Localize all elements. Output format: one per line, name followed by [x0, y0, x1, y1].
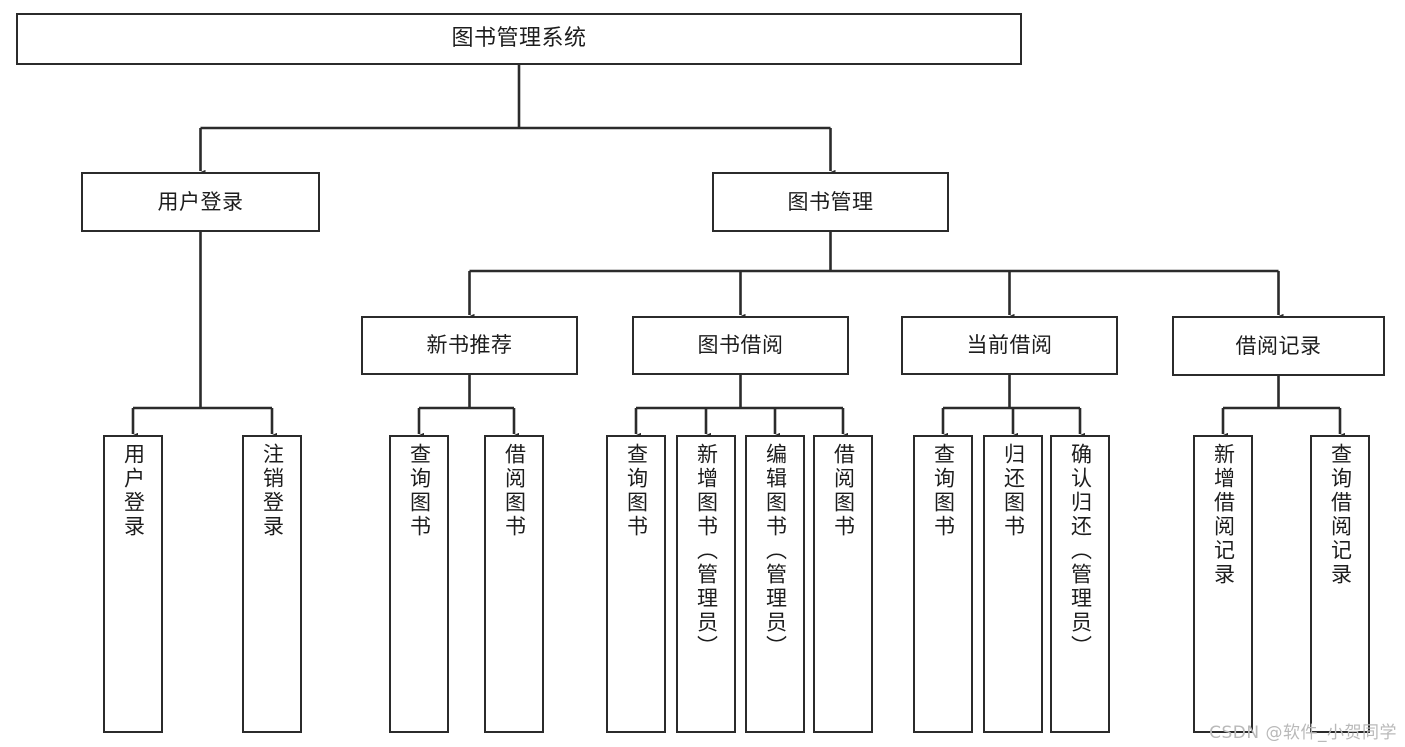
- node-l-borrow-book-2[interactable]: 借阅图书: [813, 435, 873, 733]
- node-l-confirm-return[interactable]: 确认归还（管理员）: [1050, 435, 1110, 733]
- node-l-return-book[interactable]: 归还图书: [983, 435, 1043, 733]
- node-label: 新增图书（管理员）: [694, 443, 719, 659]
- node-root[interactable]: 图书管理系统: [16, 13, 1022, 65]
- node-label: 查询图书: [624, 443, 649, 539]
- node-label: 新增借阅记录: [1211, 443, 1236, 587]
- node-n-book-manage[interactable]: 图书管理: [712, 172, 949, 232]
- node-label: 查询借阅记录: [1328, 443, 1353, 587]
- edges-group: [128, 65, 1345, 442]
- node-label: 注销登录: [260, 443, 285, 539]
- node-l-user-login[interactable]: 用户登录: [103, 435, 163, 733]
- node-label: 用户登录: [121, 443, 146, 539]
- node-label: 当前借阅: [966, 333, 1053, 358]
- node-label: 借阅图书: [831, 443, 856, 539]
- node-label: 确认归还（管理员）: [1068, 443, 1093, 659]
- node-l-edit-book[interactable]: 编辑图书（管理员）: [745, 435, 805, 733]
- node-l-query-book-2[interactable]: 查询图书: [606, 435, 666, 733]
- node-label: 图书管理: [787, 189, 874, 214]
- node-n-borrow-record[interactable]: 借阅记录: [1172, 316, 1385, 376]
- node-l-add-record[interactable]: 新增借阅记录: [1193, 435, 1253, 733]
- node-l-borrow-book-1[interactable]: 借阅图书: [484, 435, 544, 733]
- node-label: 借阅记录: [1235, 333, 1322, 358]
- node-label: 查询图书: [407, 443, 432, 539]
- node-label: 图书管理系统: [451, 25, 587, 51]
- node-l-query-book-3[interactable]: 查询图书: [913, 435, 973, 733]
- node-l-add-book[interactable]: 新增图书（管理员）: [676, 435, 736, 733]
- node-label: 编辑图书（管理员）: [763, 443, 788, 659]
- node-l-query-book-1[interactable]: 查询图书: [389, 435, 449, 733]
- node-n-user-login[interactable]: 用户登录: [81, 172, 320, 232]
- node-label: 图书借阅: [697, 333, 784, 358]
- node-n-book-borrow[interactable]: 图书借阅: [632, 316, 849, 375]
- node-l-user-logout[interactable]: 注销登录: [242, 435, 302, 733]
- node-label: 借阅图书: [502, 443, 527, 539]
- node-l-query-record[interactable]: 查询借阅记录: [1310, 435, 1370, 733]
- node-label: 用户登录: [157, 189, 244, 214]
- node-label: 归还图书: [1001, 443, 1026, 539]
- node-n-new-book-rec[interactable]: 新书推荐: [361, 316, 578, 375]
- watermark-label: CSDN @软件_小贺同学: [1209, 723, 1397, 743]
- node-label: 查询图书: [931, 443, 956, 539]
- node-n-current-borrow[interactable]: 当前借阅: [901, 316, 1118, 375]
- node-label: 新书推荐: [426, 333, 513, 358]
